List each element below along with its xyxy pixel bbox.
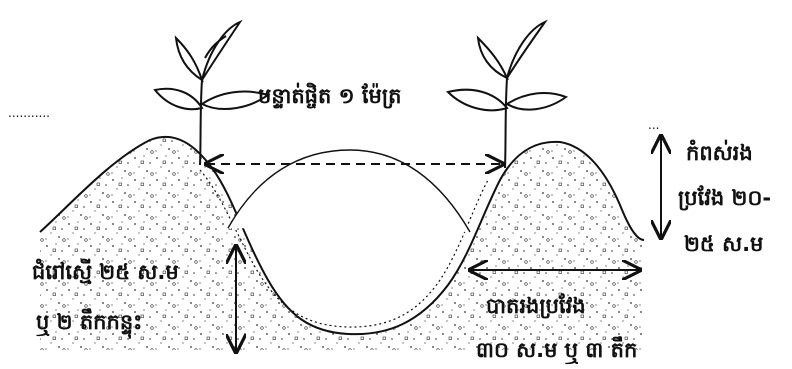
furrow-arc <box>227 149 471 233</box>
right-seedling <box>446 19 569 169</box>
ridge-height-label-line3: ២៥ ស.ម <box>684 232 764 256</box>
left-seedling <box>153 19 271 166</box>
furrow-inner-line <box>199 169 489 328</box>
spacing-label: បន្ទាត់ផ្ចិត ១ ម៉ែត្រ <box>258 84 402 108</box>
left-dotted-mark: ........... <box>8 106 50 120</box>
furrow-base-label-line2: ៣០ ស.ម ឬ ៣ តឹក <box>476 338 638 362</box>
furrow-base-label-line1: បាតរងប្រវែង <box>486 294 586 318</box>
right-dotted-mark: ... <box>648 118 660 132</box>
ridge-outline <box>39 135 645 336</box>
ridge-height-label-line2: ប្រវែង ២០- <box>678 186 772 210</box>
furrow-depth-label-line2: ឬ ២ តឹកកន្ទុះ <box>36 310 143 334</box>
furrow-depth-label-line1: ជំរៅស្មើ ២៥ ស.ម <box>32 260 179 284</box>
ridge-height-label-line1: កំពស់រង <box>686 141 753 165</box>
